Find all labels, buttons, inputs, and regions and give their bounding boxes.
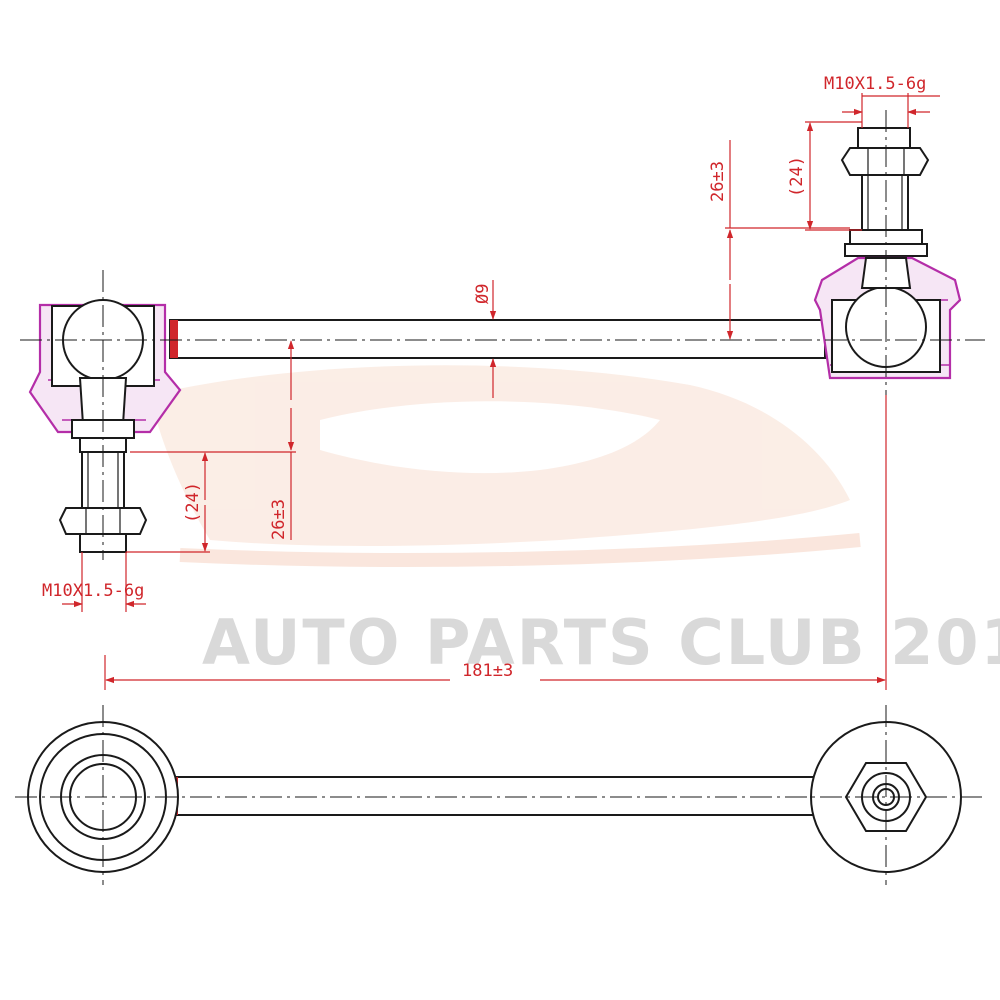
dim-offset-bottom: 26±3 <box>130 340 296 540</box>
thread-top-label: M10X1.5-6g <box>824 74 926 94</box>
rod-diameter-label: Ø9 <box>473 284 493 304</box>
stud-top-label: (24) <box>787 156 807 197</box>
offset-top-label: 26±3 <box>708 161 728 202</box>
left-ball-joint <box>28 299 182 553</box>
dim-rod-diameter: Ø9 <box>473 280 497 398</box>
rod-end-mark-left <box>170 320 178 358</box>
dim-stud-top: (24) <box>787 121 862 231</box>
overall-length-label: 181±3 <box>462 661 513 681</box>
dim-thread-top: M10X1.5-6g <box>824 74 940 128</box>
dim-stud-bottom: (24) <box>126 452 210 553</box>
side-rod <box>169 319 826 359</box>
dim-offset-top: 26±3 <box>708 140 850 340</box>
dim-overall-length: 181±3 <box>104 395 887 690</box>
dim-thread-bottom: M10X1.5-6g <box>42 552 146 612</box>
watermark-text: AUTO PARTS CLUB 2018 <box>202 606 1000 679</box>
right-nut <box>840 147 930 176</box>
thread-bottom-label: M10X1.5-6g <box>42 581 144 601</box>
car-silhouette-logo <box>150 365 861 567</box>
stud-bottom-label: (24) <box>183 482 203 523</box>
offset-bottom-label: 26±3 <box>269 499 289 540</box>
right-ball-joint <box>813 127 962 380</box>
top-rod <box>169 776 821 816</box>
right-stud <box>861 174 909 231</box>
